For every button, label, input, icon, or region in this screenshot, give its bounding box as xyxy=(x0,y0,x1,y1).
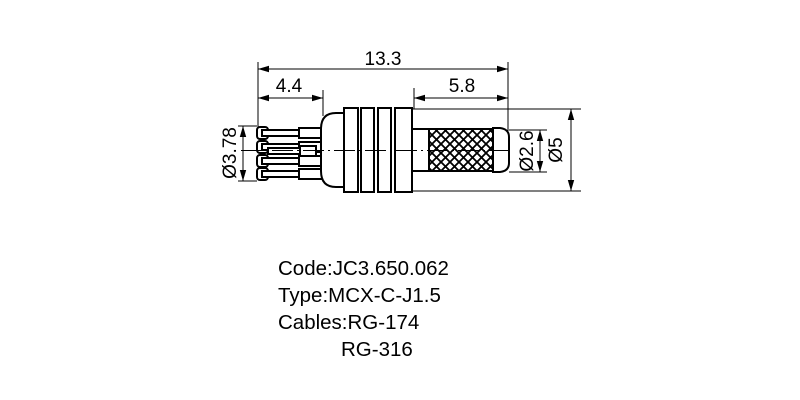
part-notes: Code:JC3.650.062 Type:MCX-C-J1.5 Cables:… xyxy=(278,257,449,361)
note-code: Code:JC3.650.062 xyxy=(278,257,449,280)
contact-finger-root xyxy=(298,127,323,139)
dimension-label-front-section: 4.4 xyxy=(276,76,303,97)
connector-body xyxy=(241,107,514,193)
note-type: Type:MCX-C-J1.5 xyxy=(278,284,441,307)
contact-finger-arm xyxy=(261,157,301,165)
dimension-label-cable-diameter: Ø2.6 xyxy=(517,130,538,171)
dimension-label-overall-length: 13.3 xyxy=(365,49,402,70)
dimension-label-rear-section: 5.8 xyxy=(449,76,475,97)
dimension-label-body-diameter: Ø5 xyxy=(546,137,567,162)
contact-finger-arm xyxy=(261,170,301,178)
note-cables-2: RG-316 xyxy=(341,338,413,361)
note-cables: Cables:RG-174 xyxy=(278,311,419,334)
dimension-annotations: 13.3 4.4 5.8 Ø3.78 Ø2.6 Ø5 xyxy=(220,49,581,192)
contact-finger-root xyxy=(298,168,323,180)
dimension-label-mating-diameter: Ø3.78 xyxy=(220,127,241,179)
body-bell xyxy=(320,112,345,188)
contact-finger-arm xyxy=(261,129,301,137)
contact-finger-root xyxy=(298,155,323,167)
